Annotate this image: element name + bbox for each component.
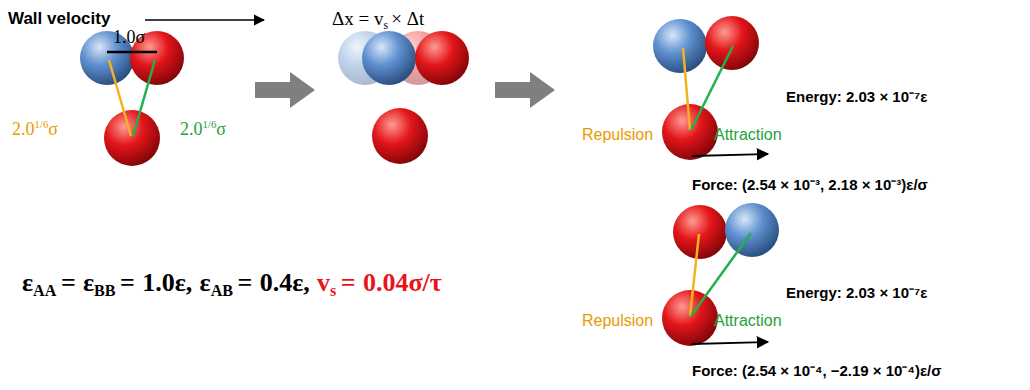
repulsion-label: Repulsion [582,126,653,144]
block-arrow [495,72,555,108]
repulsion-line [690,234,699,316]
force-label: Force: (2.54 × 10⁻³, 2.18 × 10⁻³)ε/σ [692,176,928,193]
label-text: 1.0ε, [142,268,192,297]
label-text: s [330,282,336,299]
red-sphere [673,205,727,259]
label-text: Repulsion [582,126,653,143]
label-text: ε [200,268,211,297]
label-text: 2.0 [180,119,203,139]
blue-sphere [362,31,416,85]
attraction-line [691,46,733,130]
label-text: Repulsion [582,312,653,329]
label-text: AA [33,282,56,299]
bond-line [109,60,131,136]
energy-label: Energy: 2.03 × 10⁻⁷ε [786,284,927,301]
label-text: = [120,268,135,297]
label-text: 1/6 [35,118,49,130]
label-text: 0.4ε, [260,268,310,297]
force-label: Force: (2.54 × 10⁻⁴, −2.19 × 10⁻⁴)ε/σ [692,362,941,379]
force-arrow [692,342,768,344]
attraction-label: Attraction [714,312,782,330]
formula-label: Δx = vs× Δt [332,8,424,32]
label-text: Force: (2.54 × 10⁻³, 2.18 × 10⁻³)ε/σ [692,176,928,193]
label-text: Δx = v [332,8,383,29]
label-text: AB [211,282,233,299]
blue-sphere [653,19,707,73]
repulsion-label: Repulsion [582,312,653,330]
heading-label: Wall velocity [8,9,110,29]
red-sphere [372,108,428,164]
label-text: Energy: 2.03 × 10⁻⁷ε [786,88,927,105]
energy-label: Energy: 2.03 × 10⁻⁷ε [786,88,927,105]
label-text: ε [22,268,33,297]
label-text: 0.04σ/τ [363,268,442,297]
red-sphere [662,290,718,346]
label-text: Force: (2.54 × 10⁻⁴, −2.19 × 10⁻⁴)ε/σ [692,362,941,379]
red-sphere [415,31,469,85]
bond-line [133,60,155,136]
bond-line [107,51,157,54]
velocity-arrow [145,19,264,21]
label-text: = [238,268,253,297]
label-text: ε [83,268,94,297]
label-text: σ [48,119,58,139]
label-text: Attraction [714,126,782,143]
attraction-line [691,233,751,316]
distance-label: 1.0σ [113,27,145,48]
label-text: σ [216,119,226,139]
label-text: Wall velocity [8,9,110,28]
repulsion-line [683,48,690,130]
label-text: = [61,268,76,297]
label-text: s [383,19,388,32]
red-sphere [662,104,718,160]
force-arrow [692,154,768,156]
distance-label: 2.01/6σ [12,118,58,140]
label-text: × Δt [391,8,424,29]
label-text: Energy: 2.03 × 10⁻⁷ε [786,284,927,301]
label-text: = [341,268,356,297]
attraction-label: Attraction [714,126,782,144]
red-sphere [705,16,759,70]
label-text: 2.0 [12,119,35,139]
label-text: Attraction [714,312,782,329]
block-arrow [255,72,315,108]
label-text: 1.0σ [113,27,145,47]
label-text: v [317,268,330,297]
red-sphere [104,110,160,166]
parameter-equation: εAA=εBB=1.0ε,εAB=0.4ε,vs=0.04σ/τ [22,268,442,300]
blue-sphere [725,203,779,257]
label-text: 1/6 [203,118,217,130]
label-text: BB [94,282,116,299]
distance-label: 2.01/6σ [180,118,226,140]
